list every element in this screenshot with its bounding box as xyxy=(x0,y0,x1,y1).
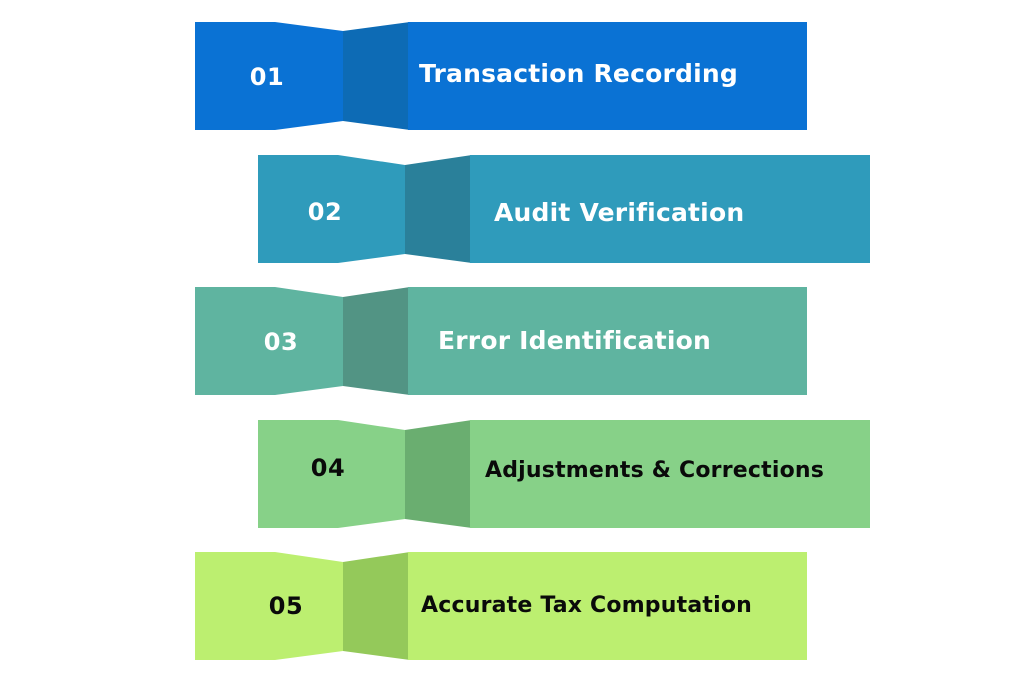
step-3-label: Error Identification xyxy=(438,326,712,355)
step-4-label: Adjustments & Corrections xyxy=(485,458,825,483)
step-5-fold-face xyxy=(343,552,410,660)
step-3-fold-face xyxy=(343,287,410,395)
step-1: 01 Transaction Recording xyxy=(195,22,807,130)
step-1-ribbon xyxy=(195,22,807,130)
step-2-left-face xyxy=(258,155,405,263)
step-2-ribbon xyxy=(258,155,870,263)
step-5-label: Accurate Tax Computation xyxy=(421,593,753,618)
step-1-number: 01 xyxy=(249,63,285,91)
step-3-right-face xyxy=(408,287,807,395)
step-2-number: 02 xyxy=(307,198,343,226)
step-3-left-face xyxy=(195,287,343,395)
step-5: 05 Accurate Tax Computation xyxy=(195,552,807,660)
step-4-fold-face xyxy=(405,420,472,528)
step-1-right-face xyxy=(408,22,807,130)
step-5-right-face xyxy=(408,552,807,660)
step-4-number: 04 xyxy=(310,454,346,482)
step-2-label: Audit Verification xyxy=(494,198,745,227)
step-2: 02 Audit Verification xyxy=(258,155,870,263)
step-5-number: 05 xyxy=(268,592,304,620)
step-2-fold-face xyxy=(405,155,472,263)
step-1-left-face xyxy=(195,22,343,130)
step-4: 04 Adjustments & Corrections xyxy=(258,420,870,528)
step-1-fold-face xyxy=(343,22,410,130)
step-5-left-face xyxy=(195,552,343,660)
step-4-left-face xyxy=(258,420,405,528)
step-3: 03 Error Identification xyxy=(195,287,807,395)
step-5-ribbon xyxy=(195,552,807,660)
step-4-ribbon xyxy=(258,420,870,528)
step-3-ribbon xyxy=(195,287,807,395)
step-3-number: 03 xyxy=(263,328,299,356)
step-1-label: Transaction Recording xyxy=(419,59,738,88)
step-4-right-face xyxy=(470,420,870,528)
step-2-right-face xyxy=(470,155,870,263)
